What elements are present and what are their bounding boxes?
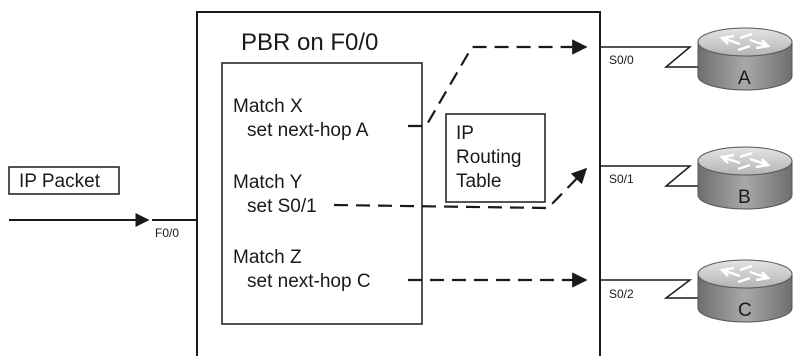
ip-packet-box: [8, 166, 120, 195]
router-label: C: [738, 300, 752, 321]
routing-table-label: Table: [456, 171, 501, 192]
router-outline: [196, 11, 601, 356]
routing-table: IP Routing Table: [445, 113, 546, 203]
path-to-s0-1: [333, 167, 588, 210]
path-to-s0-0: [408, 39, 588, 128]
serial-link: [600, 279, 700, 299]
interface-label: S0/0: [609, 53, 634, 67]
ip-packet: IP Packet: [8, 166, 120, 195]
router-label: A: [738, 68, 751, 89]
ip-packet-label: IP Packet: [19, 171, 101, 192]
serial-link: [600, 165, 700, 187]
routing-table-box: [445, 113, 546, 203]
serial-link: [600, 46, 700, 68]
rule-action-label: set next-hop C: [247, 271, 371, 292]
outbound-s0-0: S0/0 A: [600, 27, 793, 91]
outbound-s0-1: S0/1 B: [600, 146, 793, 210]
router-label: B: [738, 187, 751, 208]
routing-table-label: IP: [456, 123, 474, 144]
routing-table-label: Routing: [456, 147, 522, 168]
router-c-icon: C: [697, 259, 793, 323]
inbound-interface-label: F0/0: [155, 226, 179, 240]
policy-title: PBR on F0/0: [241, 29, 378, 56]
outbound-s0-2: S0/2 C: [600, 259, 793, 323]
rule-y: Match Y set S0/1: [233, 172, 317, 217]
rule-action-label: set S0/1: [247, 196, 317, 217]
router-a-icon: A: [697, 27, 793, 91]
rule-x: Match X set next-hop A: [233, 96, 369, 141]
rule-match-label: Match Y: [233, 172, 303, 193]
rule-match-label: Match X: [233, 96, 303, 117]
interface-label: S0/1: [609, 172, 634, 186]
route-map-box: [221, 62, 423, 325]
rule-z: Match Z set next-hop C: [233, 247, 371, 292]
interface-label: S0/2: [609, 287, 634, 301]
rule-match-label: Match Z: [233, 247, 302, 268]
router-b-icon: B: [697, 146, 793, 210]
rule-action-label: set next-hop A: [247, 120, 369, 141]
